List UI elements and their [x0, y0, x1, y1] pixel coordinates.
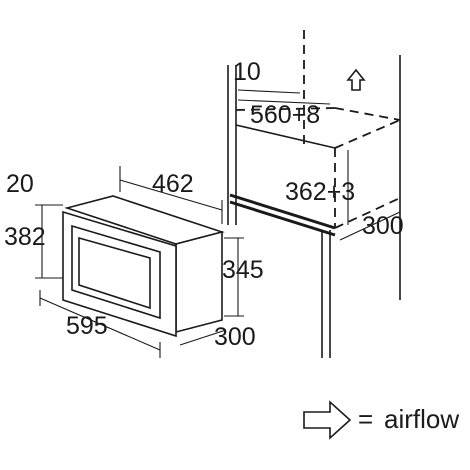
- dim-body-side-depth: 300: [214, 323, 256, 351]
- dim-frame-width: 595: [66, 312, 108, 340]
- dim-body-depth: 462: [152, 170, 194, 198]
- cabinet-niche: [227, 30, 401, 358]
- dim-body-height: 345: [222, 256, 264, 284]
- legend-label: airflow: [384, 404, 459, 434]
- dim-niche-height: 362+3: [285, 178, 355, 206]
- airflow-up-icon: [346, 68, 366, 91]
- legend: = airflow: [303, 400, 459, 440]
- legend-equals: =: [358, 404, 373, 434]
- dim-niche-width: 560+8: [250, 101, 320, 129]
- dim-niche-depth: 300: [362, 212, 404, 240]
- dim-frame-height: 382: [4, 223, 46, 251]
- airflow-arrow-icon: [303, 400, 352, 440]
- dim-gap: 10: [233, 58, 261, 86]
- microwave-oven: [62, 195, 225, 338]
- dim-top-offset: 20: [6, 170, 34, 198]
- oven-dimension-lines: [35, 166, 244, 358]
